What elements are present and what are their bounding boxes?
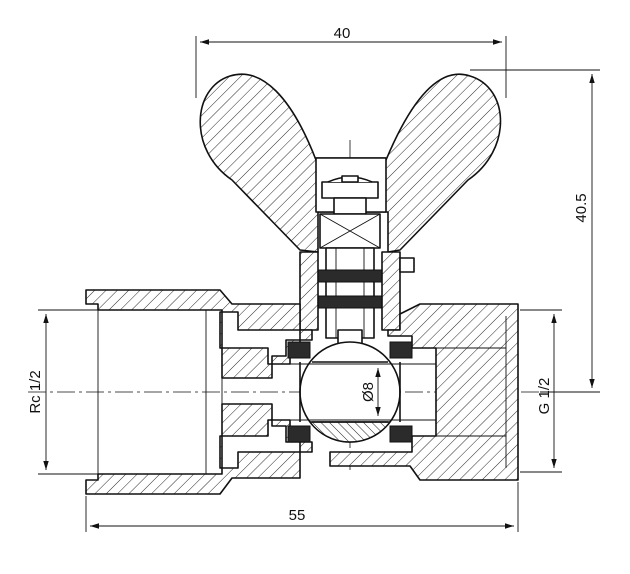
valve-stem — [317, 213, 383, 351]
dimension-overall-length: 55 — [85, 482, 519, 532]
dim-label-female-thread: Rc 1/2 — [27, 370, 44, 413]
bonnet — [299, 251, 415, 331]
dim-label-overall-length: 55 — [289, 507, 306, 524]
dimension-overall-height: 40.5 — [470, 69, 600, 393]
dimension-ball-bore: Ø8 — [360, 368, 381, 416]
ball — [268, 341, 436, 443]
dim-label-ball-bore: Ø8 — [360, 382, 377, 402]
dim-label-male-thread: G 1/2 — [536, 378, 553, 415]
dimension-male-thread: G 1/2 — [520, 309, 562, 473]
dimension-female-thread: Rc 1/2 — [27, 309, 98, 475]
dim-label-handle-width: 40 — [334, 25, 351, 42]
dim-label-overall-height: 40.5 — [573, 193, 590, 222]
handle-screw — [321, 175, 379, 215]
ball-seats — [287, 341, 413, 443]
dimension-handle-width: 40 — [195, 25, 507, 98]
